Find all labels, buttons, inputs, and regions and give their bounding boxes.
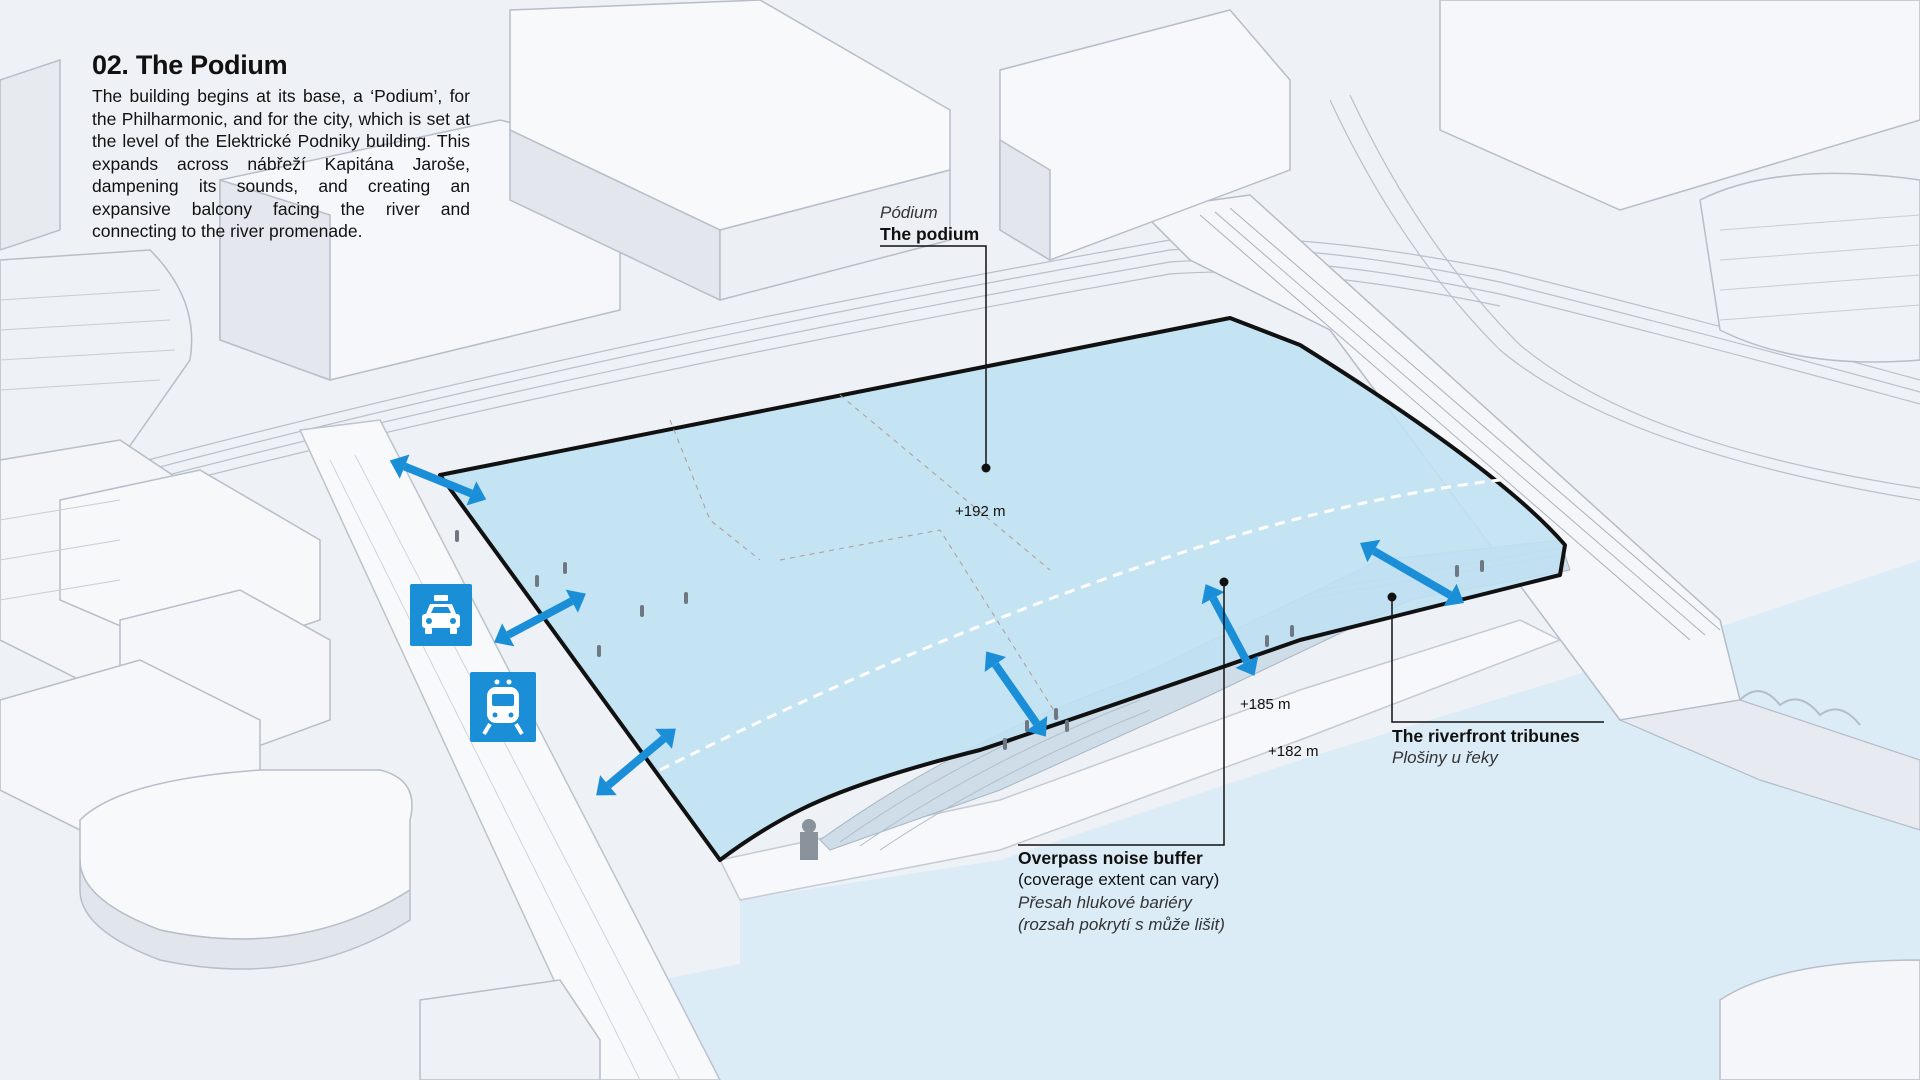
intro-block: 02. The Podium The building begins at it…: [92, 50, 470, 243]
facade-lines-west: [0, 289, 176, 601]
access-arrow-icon: [596, 728, 676, 796]
access-arrow-icon: [389, 454, 487, 506]
taxi-icon: [410, 584, 472, 646]
riverfront-label-english: The riverfront tribunes: [1392, 726, 1580, 746]
access-arrow-icon: [1360, 539, 1464, 607]
section-title: 02. The Podium: [92, 50, 288, 80]
elevation-river: +182 m: [1268, 743, 1319, 760]
tram-icon: [470, 672, 536, 742]
podium-structure-lines: [669, 394, 1061, 721]
overpass-label-czech-note: (rozsah pokrytí s může lišit): [1018, 915, 1225, 934]
leader-dots: [981, 463, 1397, 602]
buildings-south: [419, 959, 1920, 1080]
podium-area: [438, 316, 1567, 862]
access-arrow-icon: [494, 589, 586, 647]
section-description: The building begins at its base, a ‘Podi…: [92, 86, 470, 241]
main-road: [298, 419, 721, 1080]
road-markings: [329, 454, 681, 1080]
leader-lines: [880, 245, 1604, 846]
overpass-label-czech: Přesah hlukové bariéry: [1018, 893, 1192, 912]
buildings-north: [219, 0, 1920, 382]
riverfront-label-czech: Plošiny u řeky: [1392, 748, 1498, 767]
overpass-buffer-line: [659, 478, 1501, 772]
podium-label-english: The podium: [880, 224, 980, 244]
access-arrow-icon: [1201, 584, 1259, 676]
elevation-podium: +192 m: [955, 503, 1006, 520]
buildings-west: [0, 58, 413, 970]
statue: [800, 819, 818, 860]
overpass-label-english: Overpass noise buffer: [1018, 848, 1203, 868]
overpass-label-english-note: (coverage extent can vary): [1018, 870, 1220, 889]
elevation-tribunes: +185 m: [1240, 696, 1291, 713]
people: [455, 530, 1484, 750]
access-arrows: [389, 454, 1464, 796]
podium-label-czech: Pódium: [880, 203, 938, 222]
access-arrow-icon: [984, 651, 1048, 737]
